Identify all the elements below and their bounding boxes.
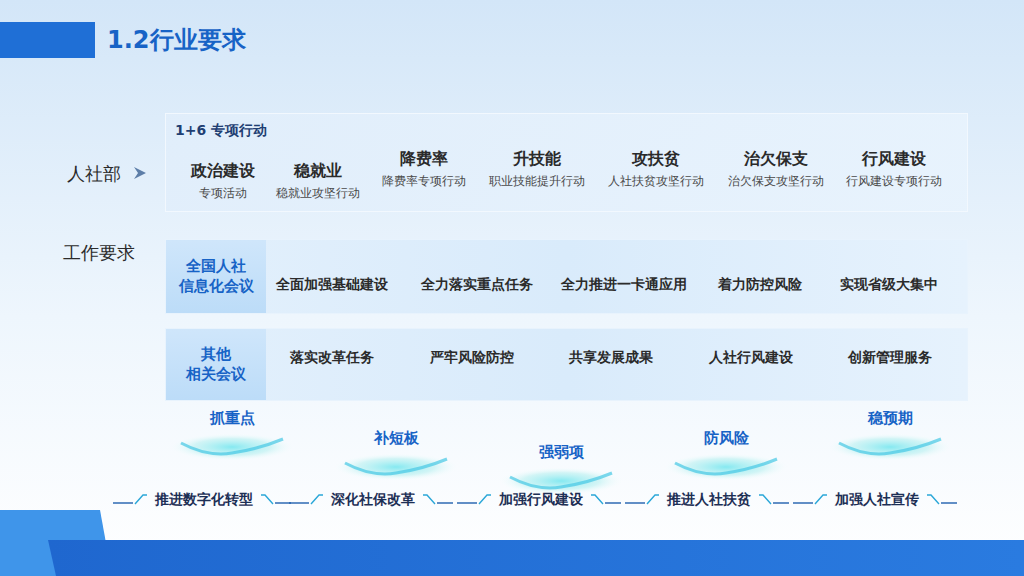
action-item: 升技能职业技能提升行动 (487, 149, 587, 190)
panel-heading: 其他 相关会议 (174, 345, 258, 384)
item-title: 全力落实重点任务 (421, 276, 537, 294)
glow-wave: 补短板 (331, 427, 461, 483)
action-item: 稳就业稳就业攻坚行动 (274, 161, 362, 202)
panel-heading: 1+6 专项行动 (175, 122, 267, 140)
glow-wave: 防风险 (661, 427, 791, 483)
item-title: 稳就业 (274, 161, 362, 181)
item-title: 升技能 (487, 149, 587, 169)
task-item: 全力落实重点任务 (421, 276, 537, 294)
header-cell: 全国人社 信息化会议 (166, 240, 266, 313)
task-item: 创新管理服务 (848, 349, 936, 367)
action-item: 降费率降费率专项行动 (380, 149, 468, 190)
side-label: 人社部 (67, 162, 121, 186)
item-title: 严牢风险防控 (430, 349, 518, 367)
task-item: 实现省级大集中 (840, 276, 942, 294)
task-item: 落实改革任务 (290, 349, 378, 367)
item-subtitle: 职业技能提升行动 (487, 172, 587, 190)
title-bar (0, 22, 95, 58)
task-item: 共享发展成果 (569, 349, 657, 367)
item-subtitle: 行风建设专项行动 (844, 172, 944, 190)
task-item: 人社行风建设 (709, 349, 797, 367)
item-title: 行风建设 (844, 149, 944, 169)
glow-wave: 强弱项 (496, 441, 626, 497)
item-title: 全力推进一卡通应用 (561, 276, 691, 294)
glow-wave: 稳预期 (825, 407, 955, 463)
meeting-panel: 1+6 专项行动政治建设专项活动稳就业稳就业攻坚行动降费率降费率专项行动升技能职… (165, 113, 968, 212)
action-item: 攻扶贫人社扶贫攻坚行动 (606, 149, 706, 190)
item-subtitle: 降费率专项行动 (380, 172, 468, 190)
item-title: 降费率 (380, 149, 468, 169)
side-label: 工作要求 (63, 241, 135, 265)
item-title: 全面加强基础建设 (276, 276, 392, 294)
wave-label: 稳预期 (825, 409, 955, 428)
wave-label: 防风险 (661, 429, 791, 448)
item-title: 落实改革任务 (290, 349, 378, 367)
wave-label: 补短板 (331, 429, 461, 448)
item-title: 共享发展成果 (569, 349, 657, 367)
goal-label: 推进数字化转型 (155, 491, 253, 509)
action-item: 政治建设专项活动 (189, 161, 257, 202)
item-title: 创新管理服务 (848, 349, 936, 367)
item-title: 攻扶贫 (606, 149, 706, 169)
item-title: 治欠保支 (726, 149, 826, 169)
meeting-panel: 全国人社 信息化会议全面加强基础建设 全力落实重点任务 全力推进一卡通应用 着力防控风… (165, 239, 968, 314)
item-title: 人社行风建设 (709, 349, 797, 367)
action-item: 治欠保支治欠保支攻坚行动 (726, 149, 826, 190)
goal-label: 深化社保改革 (331, 491, 415, 509)
item-title: 实现省级大集中 (840, 276, 942, 294)
task-item: 着力防控风险 (718, 276, 806, 294)
item-title: 着力防控风险 (718, 276, 806, 294)
wave-label: 抓重点 (167, 409, 297, 428)
panel-heading: 全国人社 信息化会议 (174, 257, 258, 296)
bottom-band (48, 540, 1024, 576)
chevron (134, 167, 146, 179)
item-subtitle: 治欠保支攻坚行动 (726, 172, 826, 190)
item-subtitle: 专项活动 (189, 184, 257, 202)
meeting-panel: 其他 相关会议 落实改革任务 严牢风险防控 共享发展成果 人社行风建设 创新管理服务 (165, 328, 968, 401)
goal-label: 加强行风建设 (499, 491, 583, 509)
task-item: 全力推进一卡通应用 (561, 276, 691, 294)
glow-wave: 抓重点 (167, 407, 297, 463)
goal-label: 加强人社宣传 (835, 491, 919, 509)
task-item: 严牢风险防控 (430, 349, 518, 367)
wave-label: 强弱项 (496, 443, 626, 462)
item-subtitle: 稳就业攻坚行动 (274, 184, 362, 202)
task-item: 全面加强基础建设 (276, 276, 392, 294)
header-cell: 其他 相关会议 (166, 329, 266, 400)
item-title: 政治建设 (189, 161, 257, 181)
item-subtitle: 人社扶贫攻坚行动 (606, 172, 706, 190)
action-item: 行风建设行风建设专项行动 (844, 149, 944, 190)
goal-label: 推进人社扶贫 (667, 491, 751, 509)
page-title: 1.2行业要求 (107, 24, 246, 56)
